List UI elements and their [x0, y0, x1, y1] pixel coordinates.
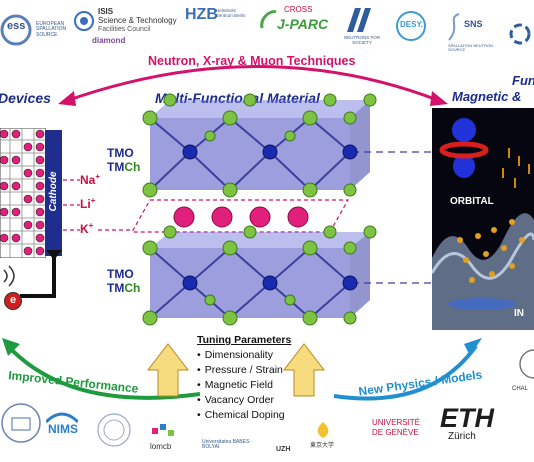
tuning-item-magnetic-field: Magnetic Field — [197, 378, 291, 393]
material-heading: Multi-Functional Material — [155, 90, 320, 106]
geneve-logo-line2: DE GENÈVE — [372, 428, 419, 437]
tuning-item-dimensionality: Dimensionality — [197, 348, 291, 363]
orbital-label: ORBITAL — [450, 196, 494, 207]
geneve-logo-line1: UNIVERSITÉ — [372, 418, 421, 427]
functional-heading-line2: Magnetic & — [452, 89, 522, 104]
tokyo-logo-icon — [317, 422, 329, 438]
tuning-parameters-list: Dimensionality Pressure / Strain Magneti… — [197, 348, 291, 423]
seal-logo-icon — [97, 413, 131, 447]
layer-label-top-ch: Ch — [124, 160, 141, 174]
ion-potassium-symbol: K — [80, 222, 89, 236]
devices-heading: Devices — [0, 90, 51, 106]
diamond-logo: diamond — [92, 36, 126, 45]
layer-label-bottom-ch: Ch — [124, 281, 141, 295]
layer-label-bottom-oxide: TMO — [107, 267, 134, 281]
electron-icon: e — [4, 292, 22, 310]
sns-logo-icon — [448, 13, 460, 41]
isis-logo-line2: Science & Technology — [98, 16, 177, 25]
isis-logo-line3: Facilities Council — [98, 26, 151, 33]
ion-lithium: Li+ — [80, 196, 95, 211]
lomcb-logo-icon — [152, 424, 174, 436]
ess-logo-subtitle: EUROPEAN SPALLATION SOURCE — [36, 21, 67, 38]
layer-label-top-chalcogenide: TMCh — [107, 160, 140, 174]
hzb-logo: HZB — [185, 6, 218, 23]
nims-logo-icon — [46, 412, 78, 424]
chalmers-logo: CHAL — [512, 386, 529, 392]
eth-logo-subtitle: Zürich — [448, 431, 476, 442]
university-seal-icon — [1, 403, 41, 443]
techniques-label: Neutron, X-ray & Muon Techniques — [148, 54, 356, 68]
sns-logo: SNS — [464, 19, 483, 29]
isis-logo-name: ISIS — [98, 7, 114, 16]
hzb-logo-subtitle: Helmholtz Zentrum Berlin — [216, 8, 246, 18]
tuning-parameters-title: Tuning Parameters — [197, 334, 292, 346]
functional-heading-line1: Fun — [512, 73, 534, 88]
cross-logo: CROSS — [284, 5, 313, 14]
layer-label-bottom: TMO TMCh — [107, 267, 140, 295]
tuning-parameters-box: Tuning Parameters Dimensionality Pressur… — [197, 334, 291, 423]
desy-logo: DESY. — [400, 20, 424, 29]
cathode-plate: Cathode — [45, 130, 62, 256]
layer-label-top-tm: TM — [107, 160, 125, 174]
lomcb-logo: lomcb — [150, 442, 172, 451]
tuning-item-pressure: Pressure / Strain — [197, 363, 291, 378]
layer-label-bottom-tm: TM — [107, 281, 125, 295]
ess-logo-icon — [0, 14, 32, 46]
ion-lithium-symbol: Li — [80, 197, 91, 211]
circuit-wire — [3, 250, 62, 298]
sns-logo-subtitle: SPALLATION NEUTRON SOURCE — [448, 43, 493, 53]
battery-cell-grid — [0, 128, 46, 258]
functional-visual-panel: ORBITAL IN — [432, 108, 534, 330]
electron-label: e — [9, 294, 17, 306]
ion-potassium-charge: + — [88, 221, 94, 230]
ion-sodium-charge: + — [95, 172, 101, 181]
tokyo-logo: 東京大学 — [310, 443, 335, 449]
ion-sodium-symbol: Na — [80, 173, 96, 187]
jparc-swirl-icon — [260, 10, 277, 29]
tuning-item-vacancy-order: Vacancy Order — [197, 393, 291, 408]
nims-logo: NIMS — [48, 422, 78, 436]
ion-sodium: Na+ — [80, 172, 100, 187]
ion-potassium: K+ — [80, 221, 93, 236]
chalmers-seal-icon — [519, 349, 534, 379]
layer-label-top: TMO TMCh — [107, 146, 140, 174]
tuning-item-chemical-doping: Chemical Doping — [197, 408, 291, 423]
isis-logo-icon — [74, 11, 94, 31]
layer-label-top-oxide: TMO — [107, 146, 134, 160]
eth-logo: ETH — [440, 403, 494, 433]
orbital-visual — [432, 118, 534, 330]
ess-logo-text: ess — [7, 20, 26, 32]
neutrons-logo-icon — [347, 8, 371, 32]
partner-logo-icon — [509, 23, 531, 45]
layer-label-bottom-chalcogenide: TMCh — [107, 281, 140, 295]
panel-label-in: IN — [514, 308, 524, 319]
ion-lithium-charge: + — [90, 196, 96, 205]
uzh-logo: UZH — [276, 446, 291, 453]
desy-logo-icon — [396, 11, 426, 41]
ubb-logo: Universitatea BABES-BOLYAI — [202, 439, 251, 451]
neutrons-logo-text: NEUTRONS FOR SOCIETY — [344, 35, 380, 45]
jparc-logo: J-PARC — [277, 16, 329, 32]
